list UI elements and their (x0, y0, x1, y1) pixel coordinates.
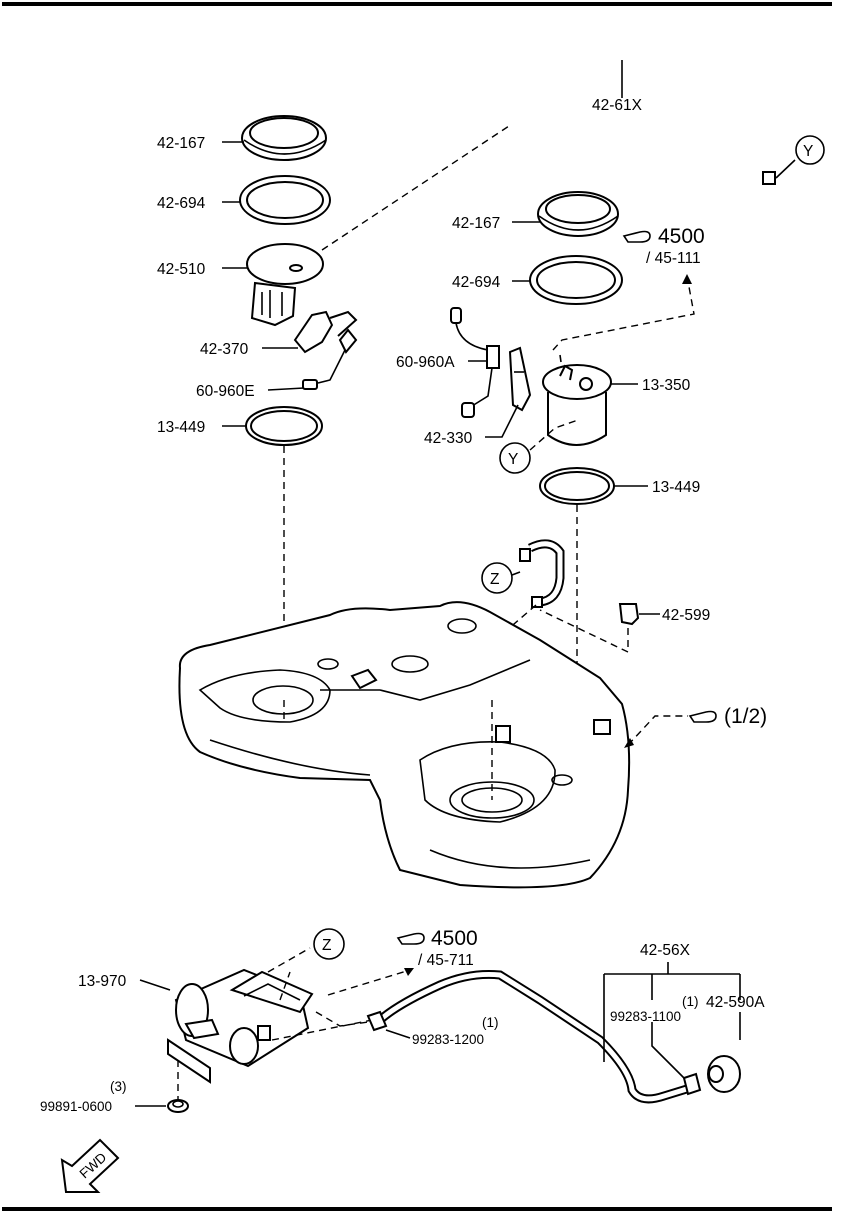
canister-hose-guide-2 (315, 1011, 369, 1027)
lock-ring-42-167-right (537, 191, 619, 237)
leader (385, 1029, 411, 1039)
fwd-arrow-icon: FWD (60, 1138, 120, 1193)
label-13-970: 13-970 (78, 973, 127, 990)
leader-bracket (603, 962, 741, 1079)
connector-60-960E (302, 379, 318, 390)
svg-text:Z: Z (490, 571, 499, 588)
ref2-arrowhead (624, 738, 634, 748)
label-42-510: 42-510 (157, 261, 206, 278)
ref3-guide (327, 969, 411, 996)
pointing-hand-icon (688, 710, 717, 723)
vent-hose-z (519, 539, 565, 608)
label-42-56X: 42-56X (640, 942, 691, 959)
label-13-449-left: 13-449 (157, 419, 205, 436)
label-99283-1100: 99283-1100 (610, 1009, 681, 1024)
label-42-694-right: 42-694 (452, 274, 501, 291)
z-bottom-guide (267, 947, 311, 973)
qty-99283-1200: (1) (482, 1015, 499, 1030)
gasket-13-449-right (539, 467, 615, 505)
label-42-370: 42-370 (200, 341, 249, 358)
marker-y-mid: Y (499, 442, 531, 474)
label-42-599: 42-599 (662, 607, 710, 624)
label-42-61X: 42-61X (592, 97, 643, 114)
label-42-167-left: 42-167 (157, 135, 205, 152)
label-99891-0600: 99891-0600 (40, 1099, 112, 1114)
marker-z-bottom: Z (313, 928, 345, 960)
ref3-sub: / 45-711 (418, 952, 474, 969)
fuel-pump-13-350 (542, 354, 612, 446)
gasket-42-694-right (529, 255, 623, 305)
clamp-99283-1100 (682, 1072, 702, 1096)
reference-1-2: (1/2) (688, 705, 767, 728)
label-60-960A: 60-960A (396, 354, 455, 371)
label-13-350: 13-350 (642, 377, 691, 394)
marker-z-mid: Z (481, 562, 513, 594)
canister-hose-guide (271, 1019, 373, 1041)
ref2-guide (627, 715, 688, 746)
wire-harness-60-960A (450, 307, 500, 418)
leader (775, 159, 796, 179)
gasket-13-449-left (245, 406, 323, 446)
z-bottom-guide-2 (279, 971, 291, 1001)
ref2-main: (1/2) (724, 705, 767, 728)
leader (267, 387, 305, 391)
label-60-960E: 60-960E (196, 383, 255, 400)
clamp-99283-1200 (366, 1010, 388, 1032)
ref3-arrowhead (404, 968, 414, 976)
leader (485, 404, 519, 438)
label-99283-1200: 99283-1200 (412, 1032, 484, 1047)
reference-4500-45-111: 4500 / 45-111 (622, 225, 705, 267)
leader (511, 571, 521, 576)
fuel-gauge-42-370 (293, 310, 358, 384)
ref1-sub: / 45-111 (646, 250, 701, 267)
label-42-590A: 42-590A (706, 994, 765, 1011)
nut-99891-0600 (167, 1099, 189, 1113)
bracket-42-330 (508, 346, 532, 412)
top-rule (2, 2, 832, 6)
leader (139, 979, 171, 991)
grommet-42-590A (707, 1055, 741, 1093)
svg-text:Y: Y (803, 143, 813, 160)
evap-hose-42-56X (377, 970, 692, 1104)
qty-42-590A: (1) (682, 994, 699, 1009)
label-42-330: 42-330 (424, 430, 473, 447)
ref1-main: 4500 (658, 225, 705, 248)
svg-text:Y: Y (508, 451, 518, 468)
clip-guide (539, 609, 629, 654)
gasket-42-694-left (239, 175, 331, 225)
label-13-449-right: 13-449 (652, 479, 700, 496)
reference-4500-45-711: 4500 / 45-711 (396, 927, 478, 969)
label-42-167-right: 42-167 (452, 215, 500, 232)
ref1-arrowhead (682, 274, 692, 284)
pointing-hand-icon (622, 230, 651, 243)
ref1-guide (552, 275, 695, 351)
marker-y-top: Y (795, 135, 825, 165)
breather-guide (321, 123, 513, 251)
ref3-main: 4500 (431, 927, 478, 950)
y-link (529, 419, 579, 451)
breather-hose-42-61X (508, 32, 776, 223)
sender-plate-42-510 (246, 243, 324, 327)
canister-13-970 (167, 968, 314, 1084)
clip-42-599 (618, 603, 640, 626)
svg-text:Z: Z (322, 937, 331, 954)
pointing-hand-icon (396, 932, 425, 945)
fuel-tank (178, 601, 631, 889)
qty-99891-0600: (3) (110, 1079, 127, 1094)
lock-ring-42-167-left (241, 115, 327, 161)
label-42-694-left: 42-694 (157, 195, 206, 212)
bottom-rule (2, 1207, 832, 1211)
